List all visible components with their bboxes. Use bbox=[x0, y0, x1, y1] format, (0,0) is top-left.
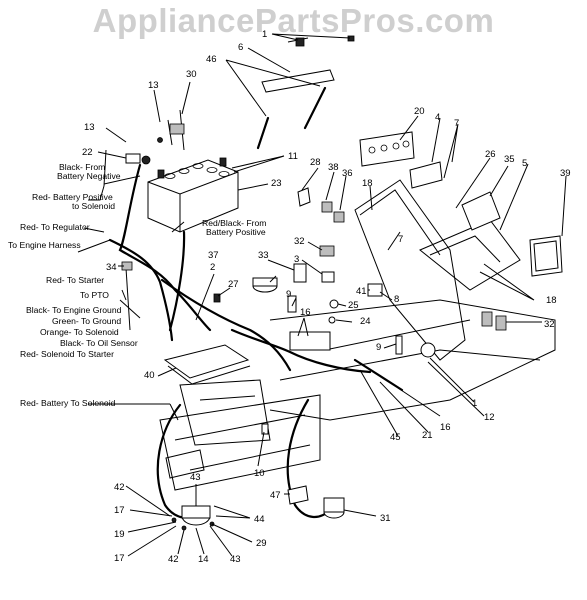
callout-38: 38 bbox=[328, 162, 339, 173]
label-green-to-ground: Green- To Ground bbox=[52, 316, 121, 326]
callout-4: 4 bbox=[435, 112, 440, 123]
callout-40: 40 bbox=[144, 370, 155, 381]
callout-47: 47 bbox=[270, 490, 281, 501]
callout-31: 31 bbox=[380, 513, 391, 524]
callout-29: 29 bbox=[256, 538, 267, 549]
label-red-to-regulator: Red- To Regulator bbox=[20, 222, 90, 232]
callout-13-upper: 13 bbox=[148, 80, 159, 91]
callout-43-upper: 43 bbox=[190, 472, 201, 483]
label-black-to-engine-ground: Black- To Engine Ground bbox=[26, 305, 122, 315]
label-to-solenoid: to Solenoid bbox=[72, 201, 115, 211]
callout-3: 3 bbox=[294, 254, 299, 265]
battery-drawing bbox=[147, 157, 239, 233]
callout-33: 33 bbox=[258, 250, 269, 261]
callout-11: 11 bbox=[288, 151, 298, 162]
callout-42-upper: 42 bbox=[114, 482, 125, 493]
callout-19: 19 bbox=[114, 529, 125, 540]
callout-13-left: 13 bbox=[84, 122, 95, 133]
callout-17-lower: 17 bbox=[114, 553, 125, 564]
callout-32-right: 32 bbox=[544, 319, 555, 330]
callout-44: 44 bbox=[254, 514, 265, 525]
callout-45: 45 bbox=[390, 432, 401, 443]
fuse-and-harness-top bbox=[125, 109, 185, 165]
callout-2: 2 bbox=[210, 262, 215, 273]
callout-35: 35 bbox=[504, 154, 515, 165]
frame-and-dash-drawing bbox=[159, 179, 556, 491]
part-number-group: 1 6 46 13 30 13 22 11 23 20 4 7 26 35 5 … bbox=[82, 29, 571, 565]
callout-37: 37 bbox=[208, 250, 219, 261]
callout-18-upper: 18 bbox=[362, 178, 373, 189]
label-red-solenoid-to-starter: Red- Solenoid To Starter bbox=[20, 349, 114, 359]
callout-32-left: 32 bbox=[294, 236, 305, 247]
callout-43-lower: 43 bbox=[230, 554, 241, 565]
callout-5: 5 bbox=[522, 158, 527, 169]
callout-23: 23 bbox=[271, 178, 282, 189]
label-to-pto: To PTO bbox=[80, 290, 109, 300]
callout-7-mid: 7 bbox=[398, 234, 403, 245]
battery-hold-down-rod bbox=[256, 35, 355, 150]
callout-21: 21 bbox=[422, 430, 433, 441]
callout-17-upper: 17 bbox=[114, 505, 125, 516]
callout-36: 36 bbox=[342, 168, 353, 179]
callout-34: 34 bbox=[106, 262, 117, 273]
callout-27: 27 bbox=[228, 279, 239, 290]
callout-18-right: 18 bbox=[546, 295, 557, 306]
label-red-battery-to-solenoid: Red- Battery To Solenoid bbox=[20, 398, 116, 408]
callout-16-upper: 16 bbox=[300, 307, 311, 318]
callout-8: 8 bbox=[394, 294, 399, 305]
callout-39: 39 bbox=[560, 168, 571, 179]
label-to-engine-harness: To Engine Harness bbox=[8, 240, 81, 250]
callout-1-lower: 1 bbox=[472, 398, 477, 409]
leader-lines bbox=[77, 33, 567, 557]
callout-9-lower: 9 bbox=[376, 342, 381, 353]
callout-14: 14 bbox=[198, 554, 209, 565]
callout-42-lower: 42 bbox=[168, 554, 179, 565]
components-drawing bbox=[121, 131, 563, 531]
callout-12: 12 bbox=[484, 412, 495, 423]
callout-28: 28 bbox=[310, 157, 321, 168]
label-black-from: Black- From bbox=[59, 162, 105, 172]
callout-30: 30 bbox=[186, 69, 197, 80]
callout-46: 46 bbox=[206, 54, 217, 65]
callout-24: 24 bbox=[360, 316, 371, 327]
label-battery-negative: Battery Negative bbox=[57, 171, 121, 181]
callout-1-top: 1 bbox=[262, 29, 267, 40]
callout-22: 22 bbox=[82, 147, 93, 158]
wire-label-group: Black- From Battery Negative Red- Batter… bbox=[8, 162, 266, 408]
callout-41: 41 bbox=[356, 286, 367, 297]
watermark: AppliancePartsPros.com bbox=[92, 2, 495, 39]
label-red-black-from: Red/Black- From bbox=[202, 218, 266, 228]
callout-7-top: 7 bbox=[454, 118, 459, 129]
callout-26: 26 bbox=[485, 149, 496, 160]
label-red-battery-positive: Red- Battery Positive bbox=[32, 192, 113, 202]
label-orange-to-solenoid: Orange- To Solenoid bbox=[40, 327, 119, 337]
callout-9-upper: 9 bbox=[286, 289, 291, 300]
label-battery-positive: Battery Positive bbox=[206, 227, 266, 237]
label-black-to-oil-sensor: Black- To Oil Sensor bbox=[60, 338, 138, 348]
callout-20: 20 bbox=[414, 106, 425, 117]
callout-6: 6 bbox=[238, 42, 243, 53]
callout-16-lower: 16 bbox=[440, 422, 451, 433]
callout-10: 10 bbox=[254, 468, 265, 479]
label-red-to-starter: Red- To Starter bbox=[46, 275, 104, 285]
callout-25: 25 bbox=[348, 300, 359, 311]
